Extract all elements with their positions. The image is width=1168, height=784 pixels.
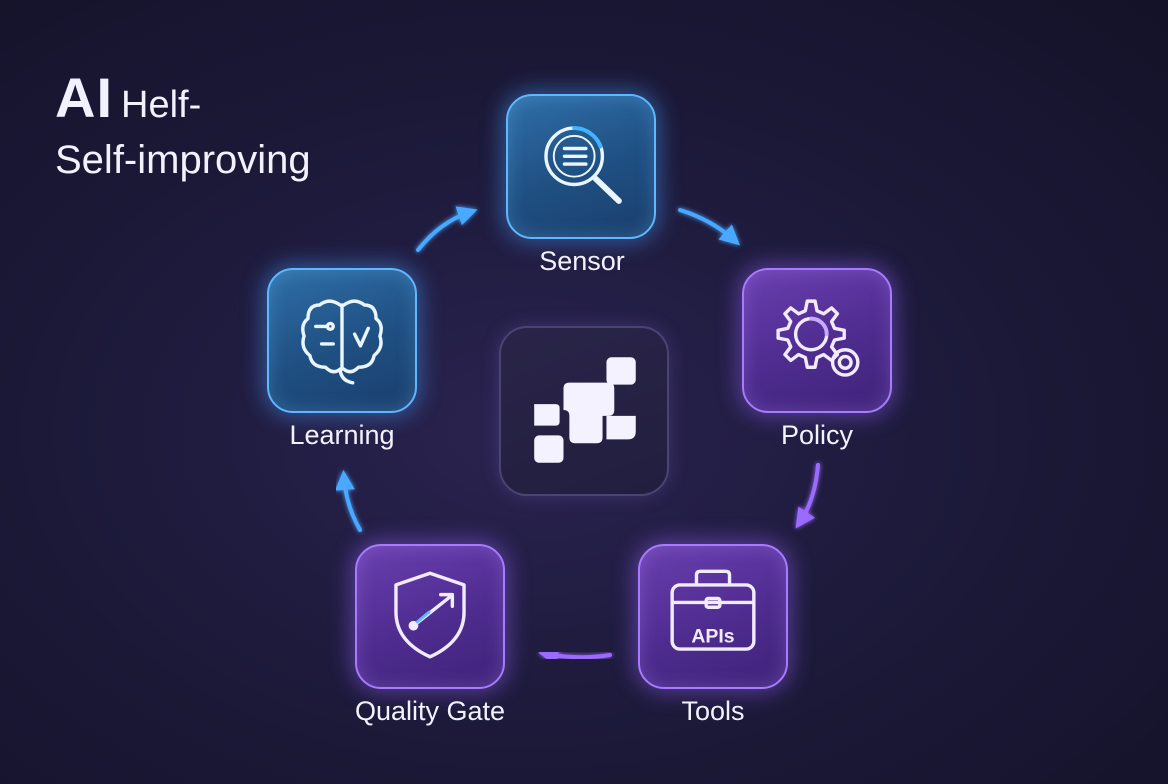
- policy-label: Policy: [780, 420, 854, 450]
- quality-gate-label: Quality Gate: [354, 696, 506, 726]
- policy-node[interactable]: [742, 268, 892, 413]
- arrow-tools-to-quality: [538, 646, 612, 666]
- arrow-learning-to-sensor: [416, 206, 478, 252]
- sensor-node[interactable]: [506, 94, 656, 239]
- apis-text: APIs: [691, 625, 734, 647]
- center-logo-tile: [499, 326, 669, 496]
- magnifier-icon: [544, 126, 622, 204]
- sensor-label: Sensor: [539, 246, 625, 276]
- title-rest: Helf-: [121, 84, 202, 126]
- brain-icon: [301, 299, 383, 385]
- learning-label: Learning: [289, 420, 395, 450]
- quality-gate-node[interactable]: [355, 544, 505, 689]
- title-ai: AI: [55, 66, 113, 129]
- toolbox-icon: APIs: [670, 569, 756, 651]
- shield-icon: [394, 571, 466, 659]
- arrow-sensor-to-policy: [678, 208, 740, 246]
- arrow-quality-to-learning: [334, 470, 362, 532]
- gears-icon: [776, 299, 860, 377]
- tools-node[interactable]: APIs: [638, 544, 788, 689]
- logo-icon: [534, 357, 636, 463]
- tools-label: Tools: [681, 696, 745, 726]
- arrow-policy-to-tools: [795, 463, 820, 529]
- page-subtitle: Self-improving: [55, 138, 311, 182]
- learning-node[interactable]: [267, 268, 417, 413]
